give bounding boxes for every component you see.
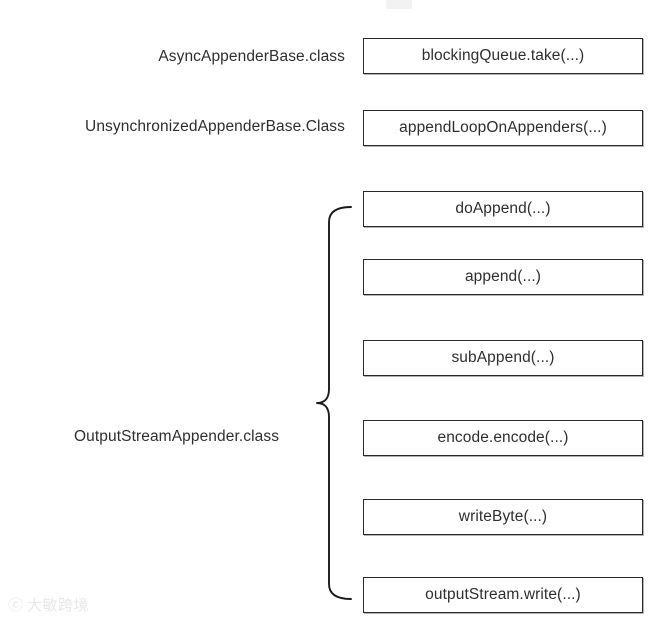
method-box-append: append(...) <box>363 259 643 295</box>
method-box-sub-append: subAppend(...) <box>363 340 643 376</box>
method-box-write-byte: writeByte(...) <box>363 499 643 535</box>
class-label-unsynchronized-appender-base: UnsynchronizedAppenderBase.Class <box>85 118 345 135</box>
watermark: ⓒ 大敏跨境 <box>8 598 89 613</box>
class-label-async-appender-base: AsyncAppenderBase.class <box>158 48 345 65</box>
copyright-icon: ⓒ <box>8 596 24 614</box>
class-label-output-stream-appender: OutputStreamAppender.class <box>74 428 280 445</box>
method-box-encode-encode: encode.encode(...) <box>363 420 643 456</box>
method-box-do-append: doAppend(...) <box>363 191 643 227</box>
method-box-blocking-queue-take: blockingQueue.take(...) <box>363 38 643 74</box>
watermark-text: 大敏跨境 <box>27 596 90 614</box>
top-edge-artifact <box>386 0 412 9</box>
method-box-append-loop-on-appenders: appendLoopOnAppenders(...) <box>363 110 643 146</box>
method-box-output-stream-write: outputStream.write(...) <box>363 577 643 613</box>
